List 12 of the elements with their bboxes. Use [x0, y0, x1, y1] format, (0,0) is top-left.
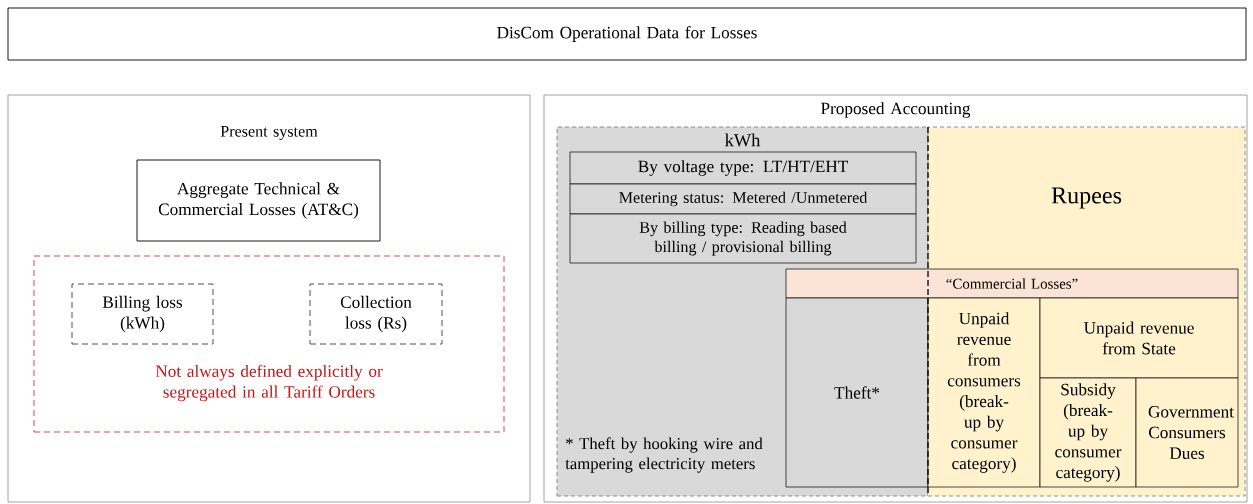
- table-cell: By voltage type: LT/HT/EHT: [569, 151, 917, 185]
- dashed-box: Billing loss (kWh): [71, 283, 214, 345]
- process-box: Aggregate Technical & Commercial Losses (AT&C): [136, 159, 381, 242]
- header-cell: “Commercial Losses”: [785, 268, 1239, 299]
- dashed-box: Collection loss (Rs): [309, 283, 443, 345]
- table-cell: By billing type: Reading based billing / provisional billing: [569, 213, 917, 264]
- table-cell: Theft*: [785, 297, 929, 488]
- table-cell: Unpaid revenue from State: [1039, 297, 1239, 379]
- title-box: DisCom Operational Data for Losses: [7, 7, 1247, 61]
- table-cell: Metering status: Metered /Unmetered: [569, 183, 917, 215]
- table-cell: Government Consumers Dues: [1135, 377, 1239, 488]
- table-cell: Subsidy (break-up by consumer category): [1039, 377, 1137, 488]
